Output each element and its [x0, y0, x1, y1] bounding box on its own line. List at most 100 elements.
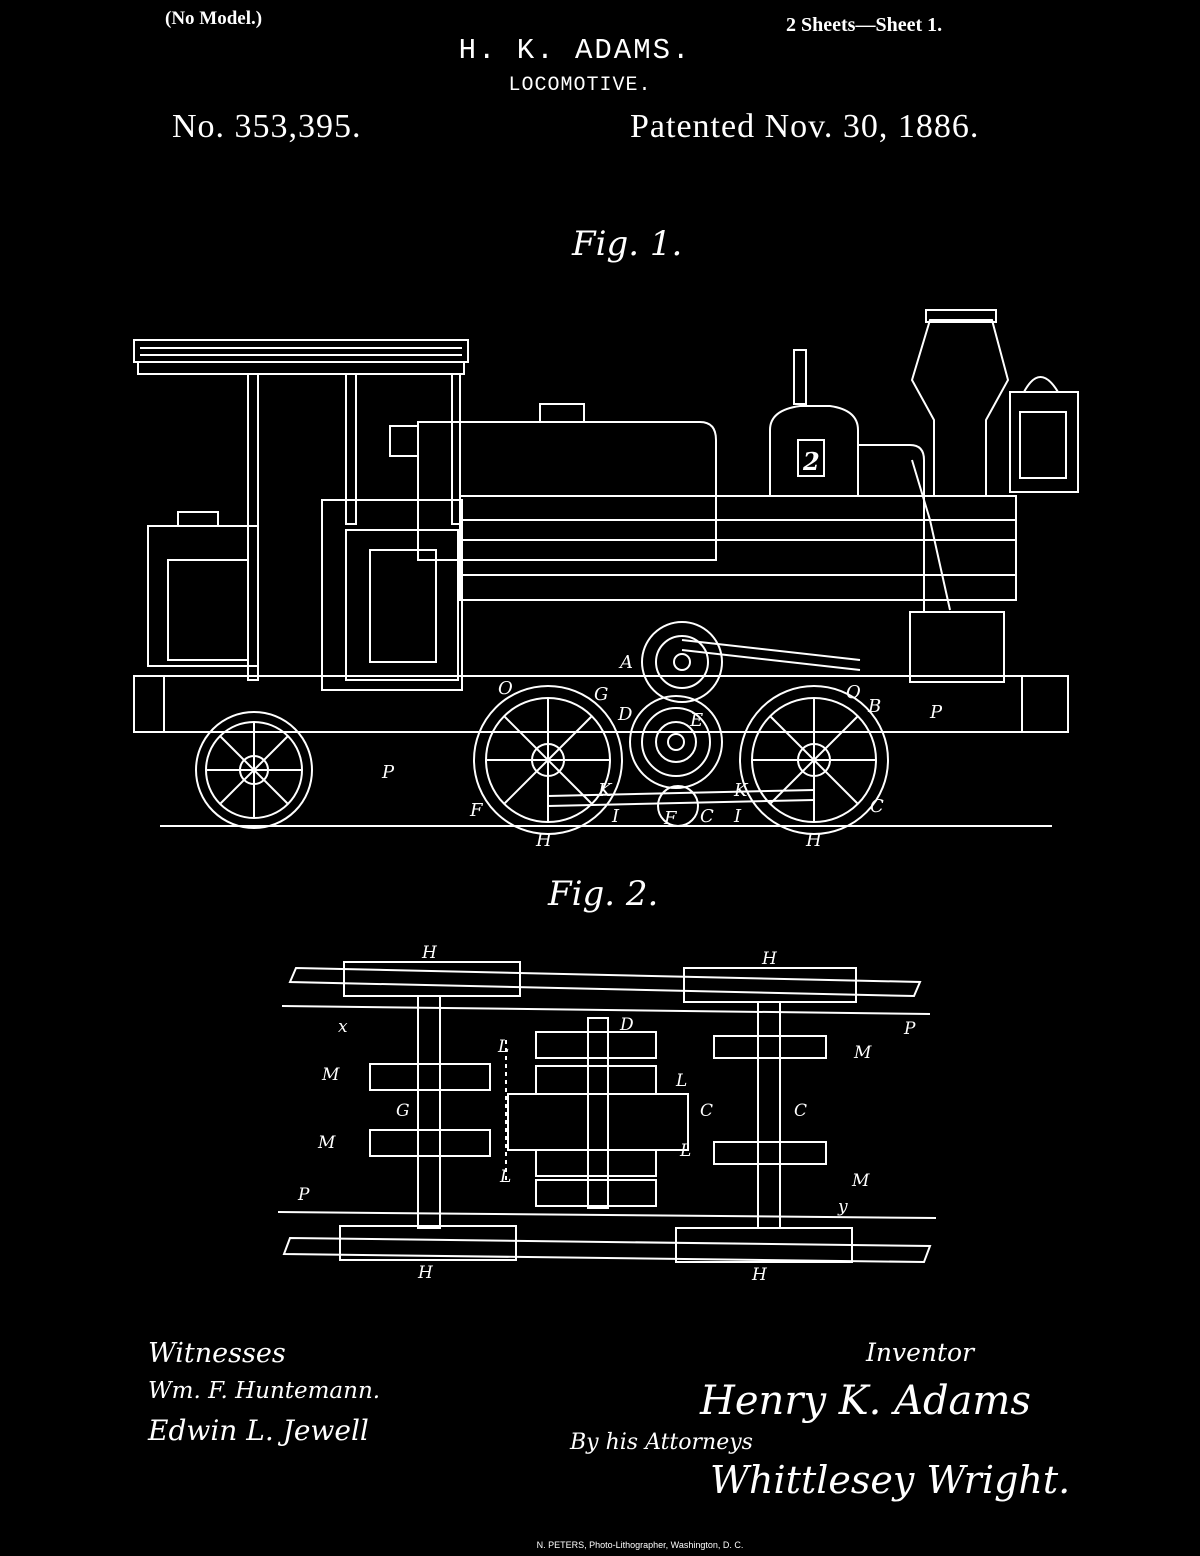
figure-2-reference-letters: H H H H D P P x y L L L L M M M M G C C — [297, 943, 916, 1285]
svg-text:L: L — [499, 1167, 511, 1187]
svg-text:C: C — [700, 806, 714, 827]
upper-rail — [288, 966, 922, 998]
svg-text:L: L — [679, 1141, 691, 1161]
svg-text:G: G — [396, 1101, 410, 1121]
upper-right-wheel — [683, 967, 857, 1003]
svg-text:L: L — [497, 1037, 509, 1057]
svg-text:K: K — [597, 780, 613, 801]
witness-2-signature: Edwin L. Jewell — [148, 1414, 369, 1447]
center-gear-l-3 — [535, 1149, 657, 1177]
middle-drive-wheel — [473, 685, 623, 835]
figure-1-number-plate-text: 2 — [802, 447, 820, 476]
sheet-count: 2 Sheets—Sheet 1. — [786, 14, 943, 36]
lithographer-footer: N. PETERS, Photo-Lithographer, Washingto… — [536, 1540, 744, 1550]
svg-text:M: M — [317, 1133, 336, 1153]
side-rod — [547, 789, 815, 797]
cab-post-mid — [345, 373, 357, 525]
rear-buffer — [133, 675, 165, 733]
tender-fill-cap — [177, 511, 219, 527]
cab-door — [345, 529, 459, 681]
steam-pipe — [858, 444, 925, 612]
attorney-signature: Whittlesey Wright. — [710, 1458, 1071, 1502]
right-gear-m-lower — [713, 1141, 827, 1165]
steam-dome — [769, 405, 859, 497]
cab-window — [369, 549, 437, 663]
figure-1-reference-letters: A G D E B C C F P P H H K K I I F O O — [381, 652, 943, 851]
svg-text:H: H — [805, 830, 822, 851]
center-gear-c — [507, 1093, 689, 1151]
svg-text:2: 2 — [802, 447, 820, 476]
svg-text:C: C — [700, 1101, 713, 1121]
inventor-name-heading: H. K. ADAMS. — [458, 34, 692, 67]
center-shaft — [587, 1017, 609, 1209]
lower-left-wheel — [339, 1225, 517, 1261]
central-gear-e — [629, 695, 723, 789]
attorneys-label: By his Attorneys — [570, 1430, 753, 1455]
inventor-signature: Henry K. Adams — [700, 1378, 1031, 1424]
svg-text:L: L — [675, 1071, 687, 1091]
svg-text:D: D — [619, 1015, 634, 1035]
svg-text:y: y — [837, 1197, 848, 1217]
svg-text:P: P — [929, 702, 943, 723]
lower-pinion — [657, 785, 699, 827]
svg-text:M: M — [853, 1043, 872, 1063]
upper-left-wheel — [343, 961, 521, 997]
svg-text:H: H — [761, 949, 778, 969]
cab-roof — [133, 339, 469, 363]
right-axle — [757, 1001, 781, 1229]
figure-2-gearing-drawing — [277, 961, 937, 1264]
left-gear-m-lower — [369, 1129, 491, 1157]
svg-text:K: K — [733, 780, 749, 801]
smokestack — [910, 319, 1010, 497]
rear-wheel — [195, 711, 313, 829]
svg-text:E: E — [689, 710, 703, 731]
invention-title: LOCOMOTIVE. — [508, 74, 652, 97]
front-buffer — [1021, 675, 1069, 733]
svg-text:H: H — [421, 943, 438, 963]
svg-text:O: O — [498, 678, 513, 699]
svg-text:x: x — [338, 1017, 348, 1037]
center-gear-l-1 — [535, 1031, 657, 1059]
tank-filler — [539, 403, 585, 423]
lower-rail — [282, 1236, 932, 1264]
right-gear-m-upper — [713, 1035, 827, 1059]
lower-frame-line — [277, 1211, 937, 1219]
svg-text:G: G — [594, 684, 608, 705]
front-drive-wheel — [739, 685, 889, 835]
svg-text:I: I — [733, 806, 742, 827]
center-gear-l-2 — [535, 1065, 657, 1095]
svg-text:A: A — [618, 652, 633, 673]
cab-body — [321, 499, 463, 691]
svg-text:P: P — [297, 1185, 310, 1205]
figure-2-label: Fig. 2. — [548, 874, 659, 914]
left-axle — [417, 995, 441, 1229]
left-gear-m-upper — [369, 1063, 491, 1091]
no-model-note: (No Model.) — [165, 8, 263, 29]
headlamp — [1009, 391, 1079, 493]
number-plate — [797, 439, 825, 477]
svg-text:B: B — [867, 696, 881, 717]
main-rod — [681, 639, 861, 661]
upper-frame-line — [281, 1005, 931, 1015]
patent-date: Patented Nov. 30, 1886. — [630, 108, 980, 145]
whistle — [793, 349, 807, 405]
svg-text:P: P — [381, 762, 395, 783]
svg-text:H: H — [751, 1265, 768, 1285]
center-gear-l-4 — [535, 1179, 657, 1207]
svg-text:C: C — [870, 796, 884, 817]
svg-text:F: F — [663, 808, 678, 829]
boiler — [459, 495, 1017, 601]
patent-number: No. 353,395. — [172, 108, 362, 145]
svg-text:H: H — [417, 1263, 434, 1283]
witness-1-signature: Wm. F. Huntemann. — [148, 1378, 381, 1404]
inventor-label: Inventor — [866, 1338, 975, 1367]
witnesses-label: Witnesses — [148, 1338, 286, 1369]
svg-text:M: M — [321, 1065, 340, 1085]
svg-text:I: I — [611, 806, 620, 827]
svg-text:D: D — [617, 704, 633, 725]
tender-tank — [147, 525, 259, 667]
svg-text:P: P — [903, 1019, 916, 1039]
svg-text:C: C — [794, 1101, 807, 1121]
cab-roof-eave — [137, 361, 465, 375]
